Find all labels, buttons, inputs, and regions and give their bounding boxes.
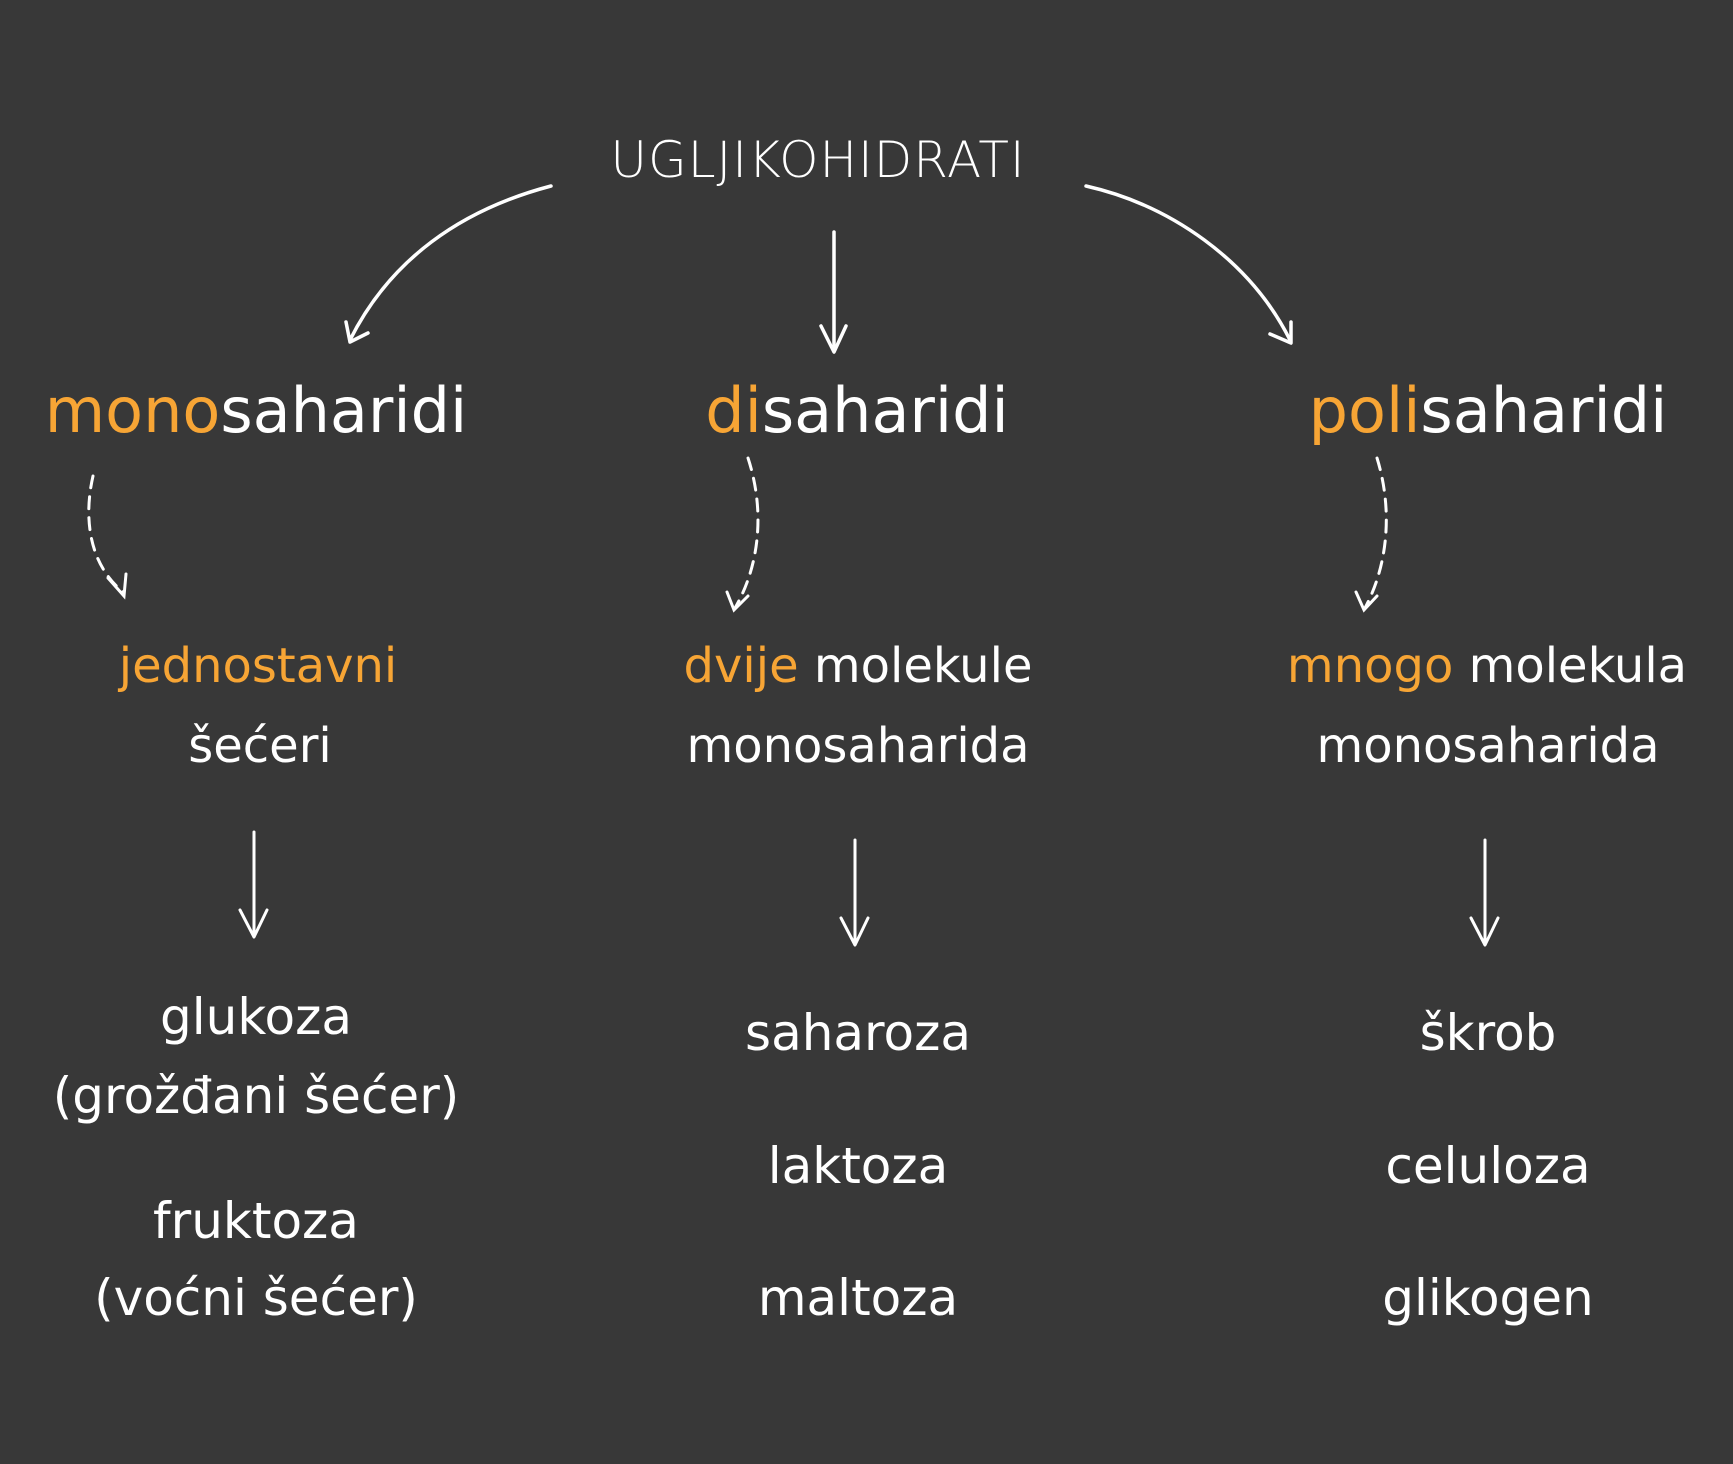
category-monosaharidi: monosaharidi [45, 380, 467, 442]
description-line: monosaharida [686, 722, 1029, 770]
description-rest: šećeri [188, 718, 332, 774]
down-arrow-icon [839, 838, 870, 947]
curved-arrow-icon [1084, 184, 1293, 345]
description-rest: molekule [798, 638, 1033, 694]
example-item: celuloza [1385, 1137, 1591, 1195]
down-arrow-icon [1469, 838, 1500, 947]
description-line: šećeri [188, 722, 332, 770]
category-suffix: saharidi [1420, 374, 1668, 447]
description-line: jednostavni [119, 642, 398, 690]
example-note: (voćni šećer) [94, 1269, 418, 1327]
example-item: fruktoza [153, 1192, 359, 1250]
down-arrow-icon [238, 830, 269, 939]
description-rest: monosaharida [686, 718, 1030, 774]
diagram-title: UGLJIKOHIDRATI [610, 131, 1026, 189]
example-item: laktoza [767, 1137, 949, 1195]
category-suffix: saharidi [761, 374, 1009, 447]
curved-arrow-icon [344, 184, 553, 344]
example-item: glukoza [160, 988, 352, 1046]
category-prefix: mono [44, 374, 221, 447]
dashed-arrow-icon [1363, 456, 1388, 610]
example-item: saharoza [745, 1004, 971, 1062]
category-polisaharidi: polisaharidi [1309, 380, 1668, 442]
description-rest: molekula [1453, 638, 1688, 694]
category-prefix: di [705, 374, 762, 447]
description-highlight: jednostavni [118, 638, 398, 694]
example-item: glikogen [1382, 1269, 1594, 1327]
description-highlight: mnogo [1286, 638, 1454, 694]
description-line: dvije molekule [684, 642, 1033, 690]
dashed-arrow-icon [87, 474, 125, 594]
category-prefix: poli [1308, 374, 1421, 447]
down-arrow-icon [819, 230, 848, 354]
description-line: monosaharida [1316, 722, 1659, 770]
description-line: mnogo molekula [1287, 642, 1687, 690]
description-highlight: dvije [683, 638, 799, 694]
category-disaharidi: disaharidi [705, 380, 1008, 442]
dashed-arrow-icon [733, 456, 760, 610]
example-item: maltoza [757, 1269, 959, 1327]
description-rest: monosaharida [1316, 718, 1660, 774]
example-note: (grožđani šećer) [52, 1067, 460, 1125]
example-item: škrob [1419, 1004, 1557, 1062]
category-suffix: saharidi [220, 374, 468, 447]
